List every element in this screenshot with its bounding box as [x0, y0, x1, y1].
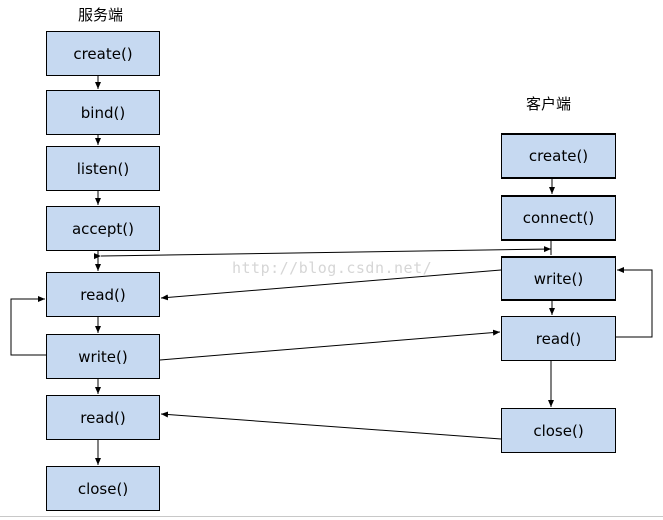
watermark-text: http://blog.csdn.net/	[232, 259, 433, 277]
client-close-node: close()	[501, 408, 616, 453]
edge-client-close-to-server-read	[160, 411, 502, 440]
server-create-node: create()	[46, 31, 160, 76]
client-connect-node: connect()	[501, 195, 616, 241]
server-read2-node: read()	[46, 395, 160, 440]
bottom-divider	[0, 516, 663, 517]
server-bind-node: bind()	[46, 90, 160, 135]
server-accept-node: accept()	[46, 206, 160, 251]
server-listen-node: listen()	[46, 146, 160, 191]
server-close-node: close()	[46, 466, 160, 511]
client-write-node: write()	[501, 256, 616, 301]
server-title: 服务端	[78, 6, 124, 24]
edge-client-loop	[616, 267, 653, 338]
client-create-node: create()	[501, 133, 616, 179]
edge-server-loop	[10, 296, 46, 356]
edge-client-write-to-server-read	[160, 269, 502, 301]
client-read-node: read()	[501, 316, 616, 361]
edge-server-write-to-client-read	[159, 329, 501, 361]
edge-handshake	[93, 246, 552, 260]
client-title: 客户端	[526, 95, 572, 113]
server-read-node: read()	[46, 272, 160, 317]
server-write-node: write()	[46, 334, 160, 379]
